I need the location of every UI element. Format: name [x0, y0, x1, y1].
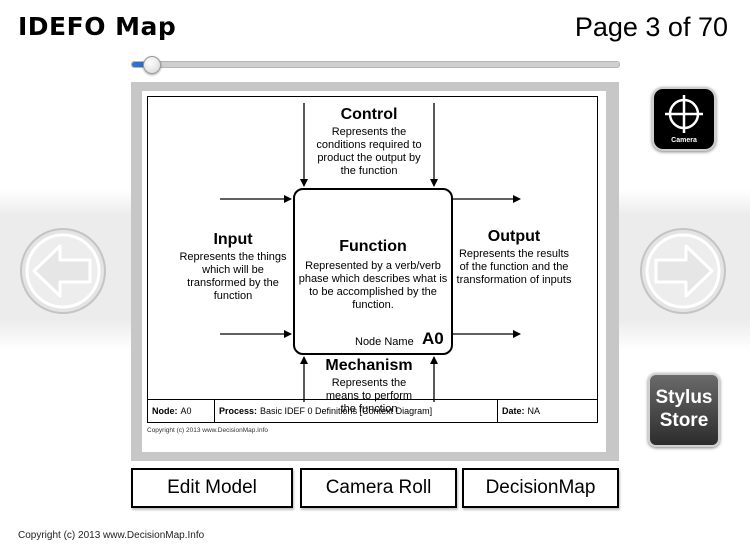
footer-date-cell: Date: NA	[498, 400, 599, 422]
diagram-sheet: Control Represents the conditions requir…	[142, 91, 606, 452]
footer-process-cell: Process: Basic IDEF 0 Definitions [Conte…	[215, 400, 498, 422]
mechanism-title: Mechanism	[325, 357, 413, 374]
diagram-arrows	[220, 103, 521, 402]
page-slider[interactable]	[131, 56, 620, 74]
footer-date-value: NA	[527, 406, 541, 416]
stylus-store-button[interactable]: Stylus Store	[648, 373, 720, 447]
footer-node-cell: Node: A0	[148, 400, 215, 422]
diagram-copyright: Copyright (c) 2013 www.DecisionMap.Info	[147, 427, 269, 434]
page-slider-fill	[132, 62, 152, 67]
control-title: Control	[340, 106, 398, 123]
output-description: Represents the results of the function a…	[456, 248, 572, 286]
node-name-label: Node Name	[355, 336, 414, 348]
app-title: IDEFO Map	[18, 12, 177, 41]
camera-button-label: Camera	[671, 137, 697, 144]
camera-roll-button[interactable]: Camera Roll	[300, 468, 457, 508]
function-box[interactable]: Function Represented by a verb/verb phas…	[293, 188, 453, 355]
stylus-store-line2: Store	[659, 410, 709, 431]
footer-node-label: Node:	[152, 406, 178, 416]
camera-button-face: Camera	[652, 87, 716, 151]
diagram-footer-table: Node: A0 Process: Basic IDEF 0 Definitio…	[148, 399, 597, 422]
input-description: Represents the things which will be tran…	[179, 251, 287, 302]
decision-map-button[interactable]: DecisionMap	[462, 468, 619, 508]
footer-process-label: Process:	[219, 406, 258, 416]
diagram-frame: Control Represents the conditions requir…	[131, 82, 619, 461]
edit-model-button[interactable]: Edit Model	[131, 468, 293, 508]
next-page-button[interactable]	[638, 226, 728, 316]
footer-node-value: A0	[180, 406, 192, 416]
stylus-store-line1: Stylus	[655, 387, 713, 408]
control-description: Represents the conditions required to pr…	[316, 126, 422, 177]
arrow-right-icon	[640, 228, 726, 314]
footer-copyright: Copyright (c) 2013 www.DecisionMap.Info	[18, 530, 205, 541]
function-title: Function	[339, 238, 407, 255]
output-title: Output	[487, 228, 541, 245]
arrow-left-icon	[20, 228, 106, 314]
diagram-border: Control Represents the conditions requir…	[147, 96, 598, 423]
function-description: Represented by a verb/verb phase which d…	[298, 260, 448, 311]
camera-button[interactable]: Camera	[652, 87, 716, 151]
prev-page-button[interactable]	[18, 226, 108, 316]
footer-date-label: Date:	[502, 406, 525, 416]
crosshair-icon	[665, 95, 703, 133]
footer-process-value: Basic IDEF 0 Definitions [Context Diagra…	[260, 406, 433, 416]
page-indicator: Page 3 of 70	[574, 12, 728, 42]
page-slider-thumb[interactable]	[143, 56, 162, 74]
input-title: Input	[213, 231, 253, 248]
node-code: A0	[422, 329, 444, 348]
